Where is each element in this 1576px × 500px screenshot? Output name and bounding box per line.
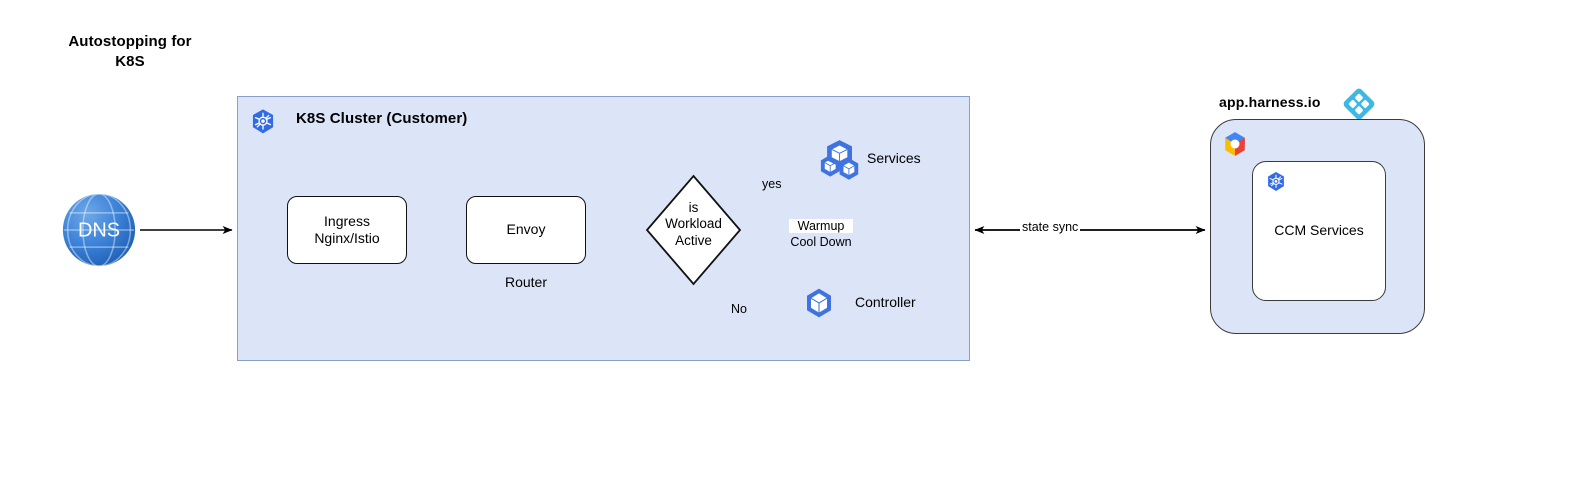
- envoy-label: Envoy: [506, 221, 546, 238]
- edge-label-cooldown: Cool Down: [790, 235, 852, 249]
- ingress-label: Ingress Nginx/Istio: [314, 212, 380, 247]
- envoy-node[interactable]: Envoy: [466, 196, 586, 264]
- kubernetes-icon: [252, 109, 274, 134]
- ingress-node[interactable]: Ingress Nginx/Istio: [287, 196, 407, 264]
- harness-diamond-logo: [1343, 88, 1375, 120]
- google-cloud-icon: [1225, 132, 1245, 156]
- edge-label-yes: yes: [762, 177, 782, 191]
- decision-label: is Workload Active: [665, 200, 722, 248]
- harness-label: app.harness.io: [1219, 94, 1321, 110]
- services-cubes-icon[interactable]: [810, 137, 866, 193]
- kubernetes-icon: [1268, 172, 1284, 191]
- edge-label-state-sync: state sync: [1020, 220, 1081, 234]
- controller-cube-icon[interactable]: [803, 287, 835, 319]
- edge-label-warmup: Warmup: [789, 219, 853, 233]
- services-label: Services: [867, 150, 921, 166]
- controller-label: Controller: [855, 294, 916, 310]
- edge-label-no: No: [731, 302, 747, 316]
- ccm-services-label: CCM Services: [1274, 222, 1364, 238]
- dns-globe-icon: DNS: [62, 193, 136, 267]
- router-caption: Router: [504, 274, 548, 290]
- cluster-title: K8S Cluster (Customer): [296, 110, 468, 127]
- svg-text:DNS: DNS: [78, 220, 120, 242]
- decision-diamond[interactable]: [645, 174, 742, 286]
- page-title: Autostopping for K8S: [68, 33, 192, 71]
